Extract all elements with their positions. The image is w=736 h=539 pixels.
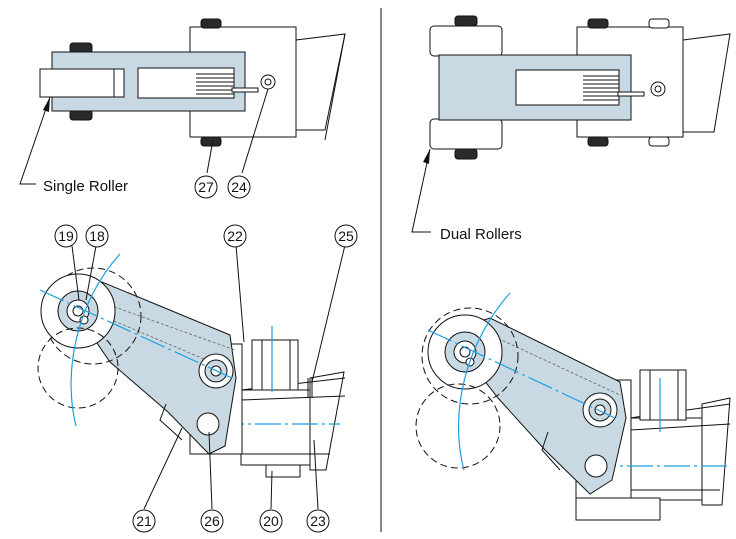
- callout-26: 26: [200, 509, 224, 533]
- svg-text:22: 22: [227, 228, 243, 244]
- single-roller: [39, 68, 125, 98]
- single-roller-top-view: [19, 18, 346, 185]
- single-roller-leader: [19, 96, 51, 185]
- single-roller-label: Single Roller: [43, 178, 128, 195]
- svg-text:23: 23: [310, 513, 326, 529]
- plunger-tab: [231, 87, 259, 93]
- dual-roller-side-view: [415, 292, 731, 521]
- mounting-hole: [584, 454, 608, 478]
- svg-text:18: 18: [89, 228, 105, 244]
- switch-housing-top: [682, 33, 731, 133]
- callout-27: 27: [194, 175, 218, 199]
- roller-pressed-position: [37, 327, 119, 409]
- svg-text:21: 21: [136, 513, 152, 529]
- dual-rollers-leader: [411, 148, 431, 233]
- single-roller-side-view: [37, 244, 346, 510]
- svg-text:20: 20: [263, 513, 279, 529]
- lever-slot: [137, 67, 235, 99]
- mounting-hole: [196, 412, 220, 436]
- plunger-housing: [639, 369, 687, 421]
- switch-body-side: [629, 417, 703, 501]
- callout-20: 20: [259, 509, 283, 533]
- spring: [196, 73, 234, 95]
- callout-21: 21: [132, 509, 156, 533]
- callout-19: 19: [54, 224, 78, 248]
- bolt-head: [200, 136, 222, 147]
- roller-alt-position: [421, 307, 519, 405]
- callout-18: 18: [85, 224, 109, 248]
- plunger-housing: [251, 339, 299, 391]
- bolt-head: [200, 18, 222, 29]
- callout-24: 24: [227, 175, 251, 199]
- svg-text:27: 27: [198, 179, 214, 195]
- callout-22: 22: [223, 224, 247, 248]
- callout-25: 25: [334, 224, 358, 248]
- lever-arm-side: [71, 281, 237, 455]
- svg-text:25: 25: [338, 228, 354, 244]
- lower-roller: [429, 118, 503, 150]
- lower-roller-side: [415, 383, 501, 469]
- dual-roller-top-view: [411, 15, 731, 233]
- svg-text:19: 19: [58, 228, 74, 244]
- roller-alt-position: [44, 267, 142, 365]
- callout-23: 23: [306, 509, 330, 533]
- spring: [583, 75, 619, 101]
- upper-roller: [429, 25, 503, 57]
- switch-housing-top: [295, 33, 346, 131]
- svg-text:26: 26: [204, 513, 220, 529]
- dual-rollers-label: Dual Rollers: [440, 226, 522, 243]
- svg-text:24: 24: [231, 179, 247, 195]
